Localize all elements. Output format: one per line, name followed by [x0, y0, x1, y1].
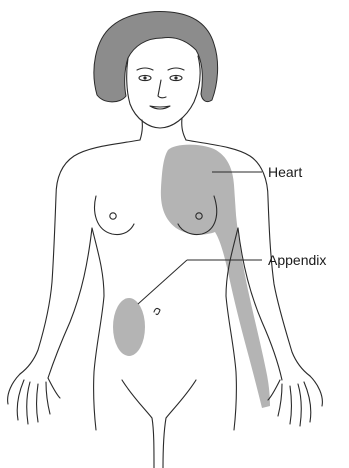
left-nipple: [110, 213, 116, 219]
appendix-label: Appendix: [268, 252, 326, 268]
hair: [94, 12, 218, 102]
right-hand: [268, 376, 322, 426]
appendix-pain-region: [113, 298, 145, 356]
left-hand: [8, 374, 60, 424]
neck: [140, 118, 186, 140]
left-breast: [95, 196, 134, 235]
heart-pain-region: [161, 145, 270, 408]
left-waist: [92, 228, 104, 430]
appendix-pointer-line: [138, 260, 187, 304]
mouth: [150, 106, 170, 109]
left-eyebrow: [137, 68, 153, 70]
right-eyebrow: [168, 68, 184, 70]
groin-right: [163, 380, 196, 468]
right-pupil: [174, 76, 177, 79]
groin-left: [122, 380, 154, 468]
heart-label: Heart: [268, 164, 302, 180]
face-outline: [127, 56, 200, 128]
left-inner-arm: [48, 228, 92, 378]
nose: [158, 80, 166, 98]
left-pupil: [143, 76, 146, 79]
navel: [154, 308, 160, 314]
